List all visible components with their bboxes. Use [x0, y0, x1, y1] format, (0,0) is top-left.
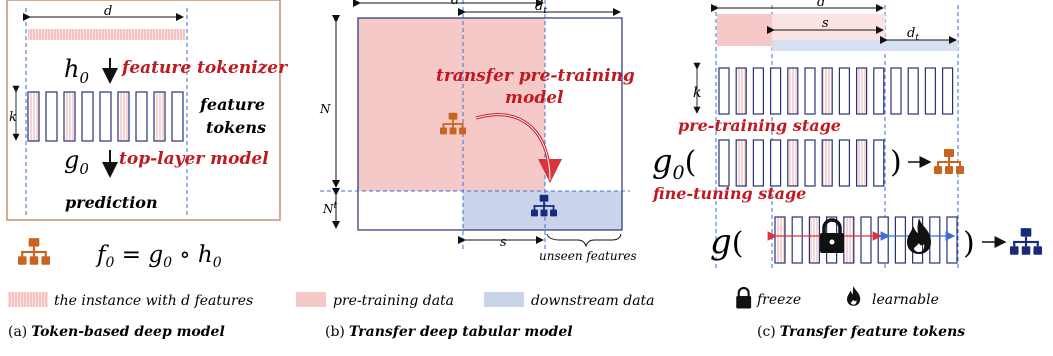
feature-token	[855, 139, 868, 187]
panel-c-g0: g0(	[652, 142, 696, 184]
feature-token	[153, 91, 166, 142]
feature-token	[45, 91, 58, 142]
feature-token	[946, 216, 958, 264]
feature-token	[735, 139, 747, 187]
feature-token	[718, 67, 730, 115]
feature-token	[929, 216, 941, 264]
panel-c-token-row-2	[718, 139, 885, 187]
feature-token	[804, 139, 816, 187]
feature-token	[81, 91, 94, 142]
feature-token	[890, 67, 902, 115]
legend-instance-label: the instance with d features	[54, 293, 253, 309]
panel-b-transfer-1: transfer pre-training	[436, 66, 635, 86]
panel-b-unseen-brace	[546, 233, 622, 248]
feature-token	[135, 91, 148, 142]
panel-a-formula: f0 = g0 ∘ h0	[95, 242, 222, 271]
legend-learnable-label: learnable	[872, 292, 939, 308]
feature-token	[752, 139, 765, 187]
panel-b-transfer-2: model	[505, 88, 564, 108]
feature-token	[941, 67, 954, 115]
panel-c-s-label: s	[822, 16, 829, 31]
lock-icon	[820, 218, 844, 253]
panel-b-n-label: N	[319, 102, 331, 116]
panel-a-feature-tokens-1: feature	[199, 95, 265, 114]
flame-icon	[847, 286, 861, 306]
org-chart-icon	[934, 149, 964, 174]
feature-token	[873, 139, 885, 187]
panel-c-k-label: k	[693, 85, 701, 101]
caption-c: (c)Transfer feature tokens	[757, 324, 965, 340]
flame-icon	[907, 218, 931, 254]
panel-c-finetune-stage: fine-tuning stage	[652, 184, 806, 203]
feature-token	[855, 67, 868, 115]
panel-a-k-label: k	[9, 110, 17, 125]
feature-token	[787, 139, 799, 187]
panel-a-d-label: d	[104, 4, 112, 19]
legend-downstream-label: downstream data	[531, 293, 655, 309]
legend-pretrain-swatch	[296, 292, 326, 307]
panel-c-paren-close-2: )	[963, 226, 975, 261]
feature-token	[873, 67, 885, 115]
feature-token	[27, 91, 40, 142]
panel-c-downstream-strip	[772, 40, 958, 51]
panel-b-frame	[357, 17, 623, 231]
panel-a-top-layer-model: top-layer model	[119, 149, 269, 169]
feature-token	[791, 216, 803, 264]
org-chart-icon	[1010, 228, 1042, 255]
legend-downstream-swatch	[484, 292, 524, 307]
feature-token	[843, 216, 855, 264]
panel-b-dt-label: dt	[535, 0, 547, 16]
panel-a-token-row	[27, 91, 184, 142]
panel-b-s-label: s	[500, 235, 507, 250]
caption-a: (a)Token-based deep model	[8, 324, 225, 340]
panel-a-prediction: prediction	[65, 193, 158, 212]
lock-icon	[736, 286, 752, 309]
feature-token	[117, 91, 130, 142]
feature-token	[894, 216, 907, 264]
feature-token	[860, 216, 872, 264]
caption-b: (b)Transfer deep tabular model	[325, 324, 573, 340]
panel-c-token-row-1	[718, 67, 954, 115]
pretrain-data-block	[358, 18, 545, 191]
panel-b-nt-label: Nt	[322, 201, 338, 216]
feature-token	[63, 91, 76, 142]
legend-pretrain-label: pre-training data	[333, 293, 454, 309]
feature-token	[769, 139, 782, 187]
panel-a-h0: h0	[64, 55, 89, 87]
panel-c-d-label: d	[817, 0, 825, 10]
feature-token	[804, 67, 816, 115]
feature-token	[752, 67, 765, 115]
feature-token	[838, 139, 851, 187]
feature-token	[907, 67, 919, 115]
panel-c-paren-close-1: )	[890, 145, 902, 180]
panel-b-d-label: d	[451, 0, 459, 8]
feature-token	[735, 67, 747, 115]
feature-token	[171, 91, 184, 142]
feature-token	[718, 139, 730, 187]
legend-freeze-label: freeze	[756, 292, 801, 308]
legend-instance-swatch	[8, 292, 48, 307]
feature-token	[787, 67, 799, 115]
feature-token	[99, 91, 112, 142]
panel-c-g: g(	[710, 222, 743, 262]
feature-token	[924, 67, 937, 115]
feature-token	[808, 216, 821, 264]
panel-a-feature-tokenizer: feature tokenizer	[121, 58, 288, 78]
feature-token	[769, 67, 782, 115]
feature-token	[821, 139, 833, 187]
panel-c-pretrain-stage: pre-training stage	[678, 116, 841, 135]
panel-c-dt-label: dt	[907, 26, 919, 43]
feature-token	[877, 216, 889, 264]
feature-token	[838, 67, 851, 115]
panel-b-unseen-label: unseen features	[539, 249, 637, 263]
feature-token	[821, 67, 833, 115]
panel-a-instance-bar	[28, 29, 185, 40]
panel-a-frame	[6, 0, 281, 221]
panel-a-g0: g0	[64, 146, 89, 178]
feature-token	[774, 216, 786, 264]
panel-b-transfer-arrow-inner	[475, 114, 551, 181]
panel-a-feature-tokens-2: tokens	[206, 118, 266, 137]
org-chart-icon	[18, 238, 50, 265]
